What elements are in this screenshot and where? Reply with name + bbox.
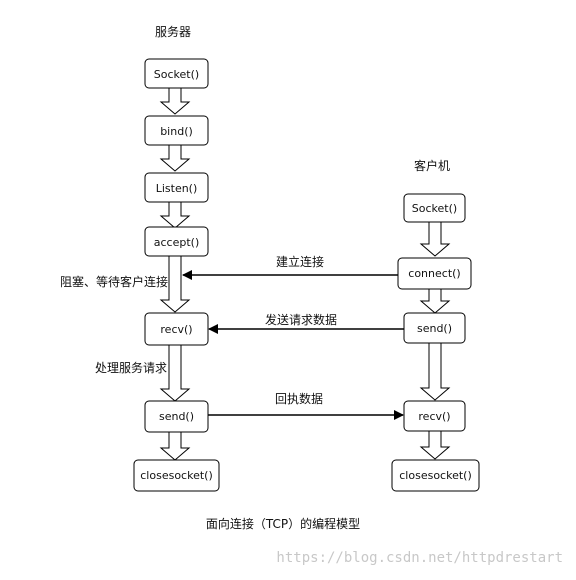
flow-arrow	[419, 221, 451, 257]
svg-text:bind(): bind()	[160, 125, 193, 138]
svg-text:recv(): recv()	[160, 323, 192, 336]
server-header: 服务器	[155, 24, 191, 39]
flow-arrow	[159, 344, 191, 402]
svg-text:accept(): accept()	[154, 236, 199, 249]
client-header: 客户机	[414, 158, 450, 173]
flow-arrow	[419, 430, 451, 460]
client-box-closesocket: closesocket()	[391, 459, 480, 492]
svg-text:Listen(): Listen()	[156, 182, 198, 195]
server-flow-arrows	[159, 87, 191, 461]
watermark: https://blog.csdn.net/httpdrestart	[276, 550, 563, 566]
svg-text:Socket(): Socket()	[412, 202, 457, 215]
client-flow-arrows	[419, 221, 451, 460]
svg-text:Socket(): Socket()	[154, 68, 199, 81]
server-box-recv: recv()	[144, 312, 209, 346]
svg-text:closesocket(): closesocket()	[140, 469, 212, 482]
label-reply: 回执数据	[275, 391, 323, 406]
flow-arrow	[419, 342, 451, 401]
svg-text:connect(): connect()	[408, 267, 460, 280]
server-box-accept: accept()	[144, 226, 209, 257]
flow-arrow	[159, 144, 191, 172]
server-box-listen: Listen()	[144, 172, 209, 203]
client-box-socket: Socket()	[403, 193, 466, 223]
label-establish: 建立连接	[276, 254, 324, 269]
label-send-request: 发送请求数据	[265, 312, 337, 327]
svg-text:send(): send()	[159, 410, 194, 423]
label-process: 处理服务请求	[95, 360, 167, 375]
server-box-closesocket: closesocket()	[133, 459, 220, 492]
flow-arrow	[159, 201, 191, 229]
flow-arrow	[159, 87, 191, 115]
flow-arrow	[419, 288, 451, 314]
server-box-bind: bind()	[144, 115, 209, 146]
flow-arrow	[159, 255, 191, 313]
client-box-send: send()	[403, 312, 466, 344]
client-box-recv: recv()	[403, 400, 466, 432]
svg-text:recv(): recv()	[418, 410, 450, 423]
label-blocking: 阻塞、等待客户连接	[60, 274, 168, 289]
server-box-socket: Socket()	[144, 58, 209, 89]
svg-text:closesocket(): closesocket()	[399, 469, 471, 482]
flow-arrow	[159, 431, 191, 461]
client-box-connect: connect()	[397, 257, 472, 290]
server-box-send: send()	[144, 400, 209, 433]
caption: 面向连接（TCP）的编程模型	[206, 516, 360, 531]
svg-text:send(): send()	[417, 322, 452, 335]
